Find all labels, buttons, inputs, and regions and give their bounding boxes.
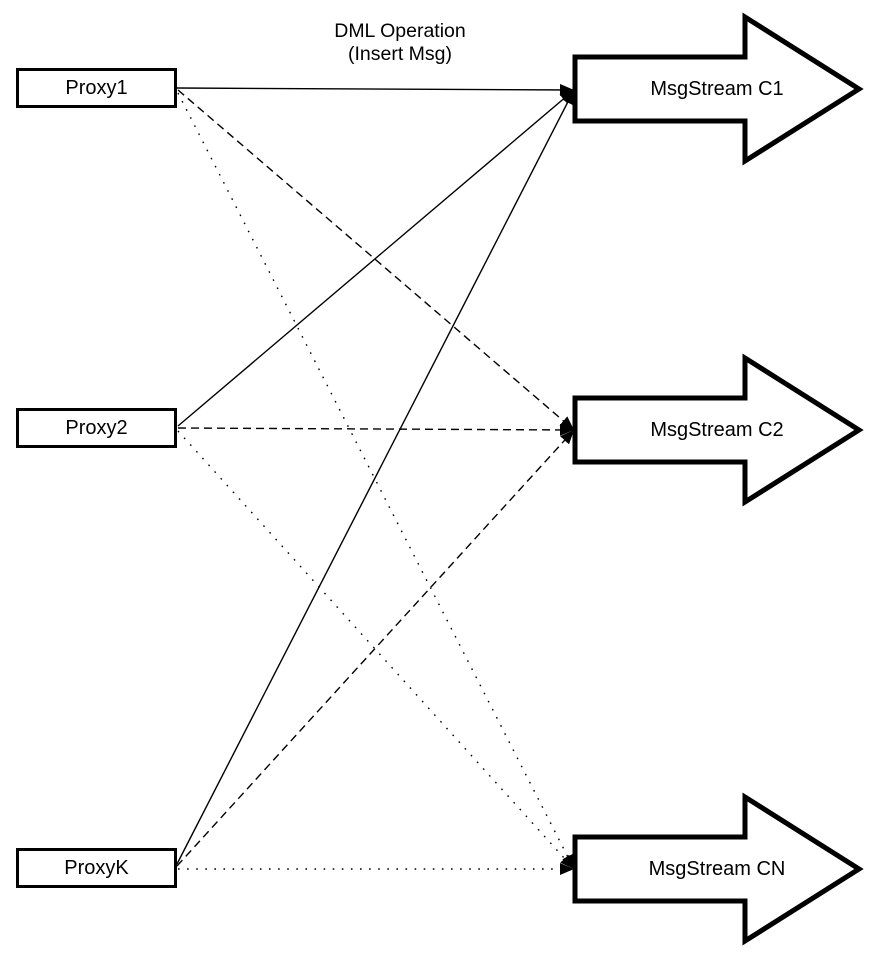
title-line2: (Insert Msg) (347, 43, 452, 65)
msgstream-c2-label: MsgStream C2 (650, 419, 784, 441)
proxyk-label: ProxyK (64, 856, 129, 879)
connection-proxy2-c1 (177, 89, 575, 427)
msgstream-c2-arrow (572, 353, 864, 507)
connection-proxy2-cn (177, 430, 575, 870)
title-line1: DML Operation (334, 20, 466, 42)
connection-proxy1-c1 (176, 83, 575, 96)
diagram-title: DML Operation (Insert Msg) (250, 20, 550, 66)
connection-proxy1-cn (177, 92, 575, 870)
proxy1-label: Proxy1 (65, 76, 128, 99)
msgstream-cn-label: MsgStream CN (648, 858, 786, 880)
proxy1-box: Proxy1 (16, 68, 177, 108)
connection-proxyk-c2 (176, 429, 575, 867)
proxyk-box: ProxyK (16, 848, 177, 888)
msgstream-c1-label: MsgStream C1 (650, 78, 784, 100)
proxy2-box: Proxy2 (16, 408, 177, 448)
msgstream-c1-arrow (572, 12, 864, 166)
proxy2-label: Proxy2 (65, 416, 128, 439)
connection-proxyk-c1 (176, 89, 575, 865)
connection-proxy2-c2 (177, 423, 575, 436)
msgstream-cn-arrow (572, 792, 864, 946)
connection-proxy1-c2 (177, 89, 575, 431)
